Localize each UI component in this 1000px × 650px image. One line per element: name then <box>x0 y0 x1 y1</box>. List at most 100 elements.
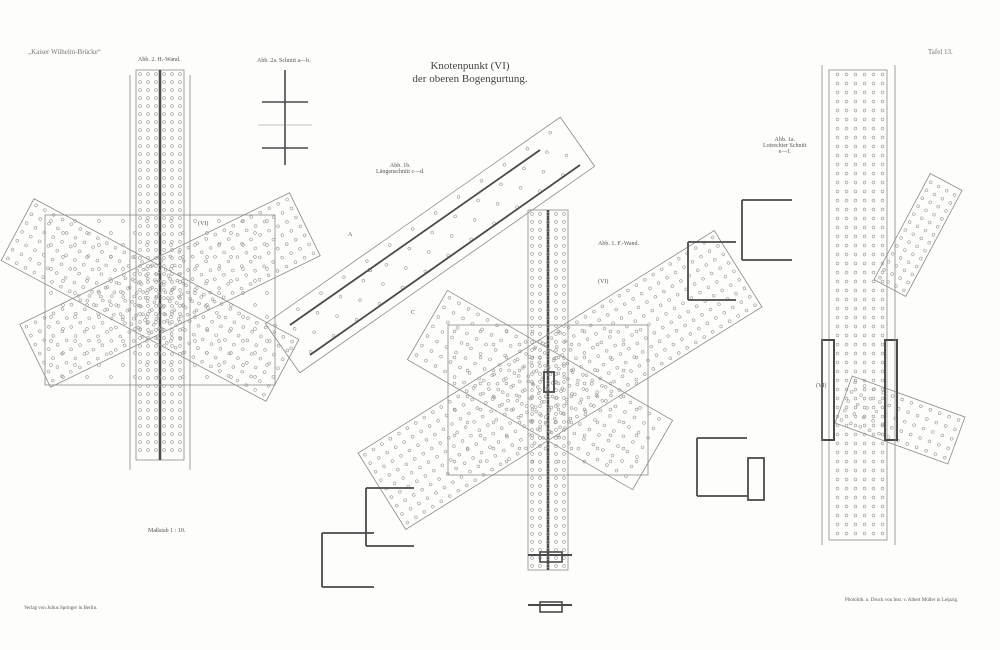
rivet <box>448 494 452 498</box>
rivet <box>146 152 150 156</box>
rivet <box>538 500 542 504</box>
rivet <box>82 240 87 245</box>
rivet <box>169 339 173 343</box>
rivet <box>133 255 137 259</box>
rivet <box>488 445 492 450</box>
rivet <box>530 484 534 488</box>
rivet <box>217 286 221 290</box>
rivet <box>148 309 152 313</box>
rivet <box>853 380 857 385</box>
rivet <box>554 252 558 256</box>
rivet <box>732 269 736 274</box>
rivet <box>458 416 463 421</box>
rivet <box>122 273 126 277</box>
rivet <box>704 263 708 267</box>
rivet <box>490 467 494 472</box>
rivet <box>509 385 513 389</box>
rivet <box>32 270 37 275</box>
rivet <box>880 369 885 374</box>
rivet <box>178 376 182 380</box>
rivet <box>433 432 437 437</box>
rivet <box>199 272 204 277</box>
rivet <box>138 248 142 252</box>
rivet <box>230 291 235 295</box>
rivet <box>928 220 932 225</box>
rivet <box>677 256 681 261</box>
rivet <box>408 507 413 511</box>
rivet <box>489 333 494 337</box>
rivet <box>117 259 122 263</box>
rivet <box>135 291 139 295</box>
rivet <box>170 272 174 276</box>
rivet <box>862 216 867 221</box>
rivet <box>138 408 142 412</box>
rivet <box>546 516 550 520</box>
rivet <box>898 256 903 260</box>
rivet <box>578 422 582 426</box>
rivet <box>99 272 104 276</box>
rivet <box>839 418 844 422</box>
rivet <box>265 363 269 367</box>
rivet <box>121 363 125 367</box>
rivet <box>871 189 876 194</box>
rivet <box>240 242 244 246</box>
rivet <box>871 90 876 95</box>
rivet <box>644 336 648 340</box>
rivet <box>138 424 142 428</box>
rivet <box>135 268 140 273</box>
rivet <box>136 303 141 308</box>
rivet <box>178 96 182 100</box>
rivet <box>46 347 51 351</box>
rivet <box>562 260 566 264</box>
rivet <box>170 168 174 172</box>
rivet <box>554 244 558 248</box>
rivet <box>205 327 209 331</box>
rivet <box>166 296 170 300</box>
rivet <box>579 365 583 369</box>
rivet <box>103 308 107 312</box>
rivet <box>853 468 858 473</box>
rivet <box>880 495 885 500</box>
rivet <box>250 329 254 334</box>
rivet <box>562 484 566 488</box>
rivet <box>411 227 415 231</box>
rivet <box>844 504 849 509</box>
rivet <box>844 414 849 419</box>
rivet <box>265 315 269 319</box>
rivet <box>546 524 550 528</box>
rivet <box>565 361 570 366</box>
center-main-diagonal <box>357 230 763 530</box>
rivet <box>285 242 289 246</box>
rivet <box>853 333 858 338</box>
rivet <box>560 386 564 391</box>
rivet <box>937 443 941 447</box>
rivet <box>50 257 55 262</box>
rivet <box>546 292 550 296</box>
rivet <box>548 372 553 376</box>
rivet <box>634 433 639 438</box>
rivet <box>154 96 158 100</box>
rivet <box>204 281 208 286</box>
rivet <box>178 184 182 188</box>
rivet <box>546 508 550 512</box>
rivet <box>504 407 509 412</box>
rivet <box>455 430 459 435</box>
rivet <box>646 436 650 440</box>
rivet <box>222 228 226 232</box>
rivet <box>651 272 655 277</box>
rivet <box>927 240 931 245</box>
rivet <box>241 363 245 367</box>
rivet <box>162 184 166 188</box>
rivet <box>452 355 457 360</box>
rivet <box>217 267 221 271</box>
rivet <box>880 243 885 248</box>
rivet <box>15 239 19 243</box>
rivet <box>524 446 528 451</box>
rivet <box>564 397 569 402</box>
rivet <box>512 359 517 363</box>
rivet <box>271 215 276 219</box>
title-line-1: Knotenpunkt (VI) <box>430 60 510 72</box>
rivet <box>266 384 271 388</box>
rivet <box>706 285 711 289</box>
rivet <box>205 303 209 307</box>
